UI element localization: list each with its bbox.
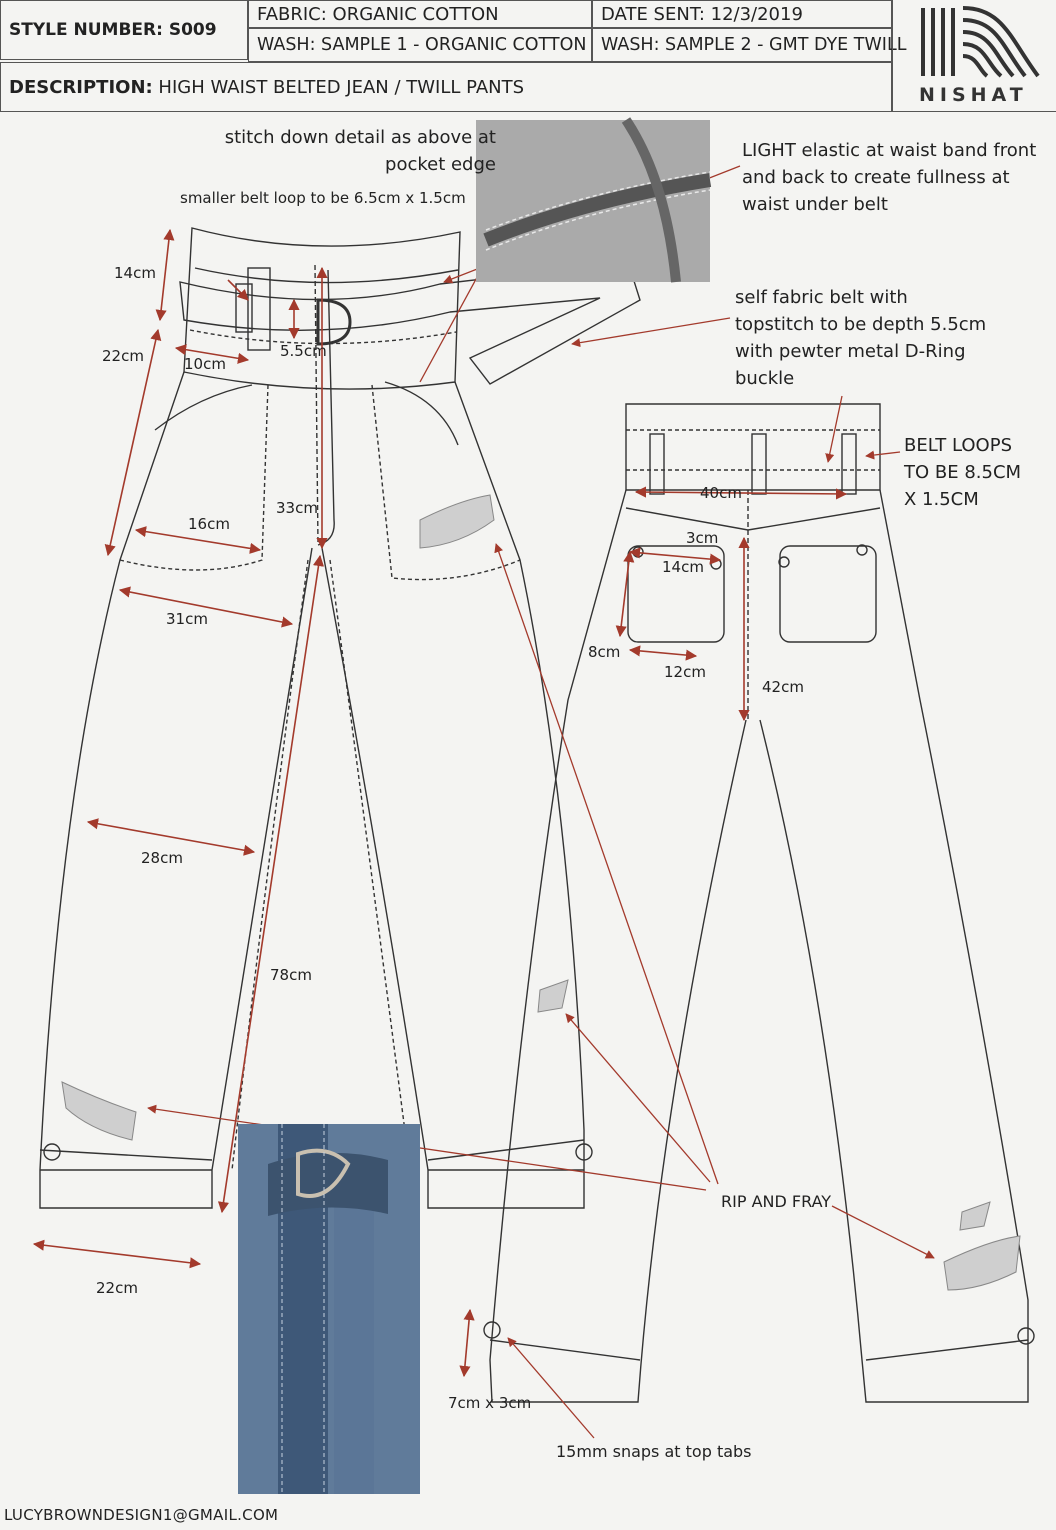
fabric: FABRIC: ORGANIC COTTON [257, 3, 499, 25]
wash2-cell: WASH: SAMPLE 2 - GMT DYE TWILL [592, 28, 906, 62]
front-outline-left [39, 371, 313, 1209]
dim-14cm-pocket: 14cm [662, 558, 704, 576]
rip-and-fray-note: RIP AND FRAY [721, 1192, 832, 1211]
dim-22cm: 22cm [102, 347, 144, 365]
belt-loops-line: X 1.5CM [904, 489, 979, 510]
back-belt-loop [841, 433, 857, 495]
description-cell: DESCRIPTION: HIGH WAIST BELTED JEAN / TW… [0, 62, 892, 112]
front-pocket-left [154, 384, 253, 431]
front-belt-loop [247, 267, 271, 351]
back-view [483, 403, 1035, 1403]
dimension-arrows [32, 228, 848, 1378]
rip-mark [959, 1201, 991, 1231]
back-yoke [625, 507, 881, 531]
belt-line: self fabric belt with [735, 287, 908, 308]
elastic-line: LIGHT elastic at waist band front [742, 140, 1037, 161]
wash-sample-2: WASH: SAMPLE 2 - GMT DYE TWILL [601, 35, 907, 55]
front-outline-right [321, 381, 585, 1209]
dim-12cm: 12cm [664, 663, 706, 681]
spec-header: STYLE NUMBER: S009 FABRIC: ORGANIC COTTO… [0, 0, 1056, 112]
dim-10cm: 10cm [184, 355, 226, 373]
belt-loops-line: BELT LOOPS [904, 435, 1012, 456]
dim-42cm: 42cm [762, 678, 804, 696]
back-belt-loop [649, 433, 665, 495]
brand-name: NISHAT [919, 84, 1028, 106]
back-belt-loop [751, 433, 767, 495]
belt-loops-line: TO BE 8.5CM [904, 462, 1022, 483]
back-pocket-button [778, 556, 790, 568]
designer-email: LUCYBROWNDESIGN1@GMAIL.COM [4, 1506, 279, 1524]
belt-note: self fabric belt with topstitch to be de… [735, 284, 986, 392]
date-sent: DATE SENT: 12/3/2019 [601, 3, 803, 25]
front-snap-left [43, 1143, 61, 1161]
small-loop-note: smaller belt loop to be 6.5cm x 1.5cm [180, 189, 466, 207]
back-waistband-seam [626, 429, 880, 471]
front-pocket-right [384, 381, 459, 446]
stitch-down-line: stitch down detail as above at [224, 127, 496, 148]
fabric-cell: FABRIC: ORGANIC COTTON [248, 0, 592, 28]
front-cuff-right [427, 1139, 585, 1171]
front-view [39, 227, 641, 1209]
back-outline-left [489, 489, 747, 1403]
dim-40cm: 40cm [700, 484, 742, 502]
back-snap-left [483, 1321, 501, 1339]
dim-22cm-hem: 22cm [96, 1279, 138, 1297]
elastic-line: waist under belt [742, 194, 888, 215]
rip-mark [537, 979, 569, 1013]
date-sent-cell: DATE SENT: 12/3/2019 [592, 0, 892, 28]
front-belt-buckle [235, 283, 253, 333]
front-inseam [329, 559, 411, 1171]
front-waistband-seam [194, 267, 459, 284]
dim-5-5cm: 5.5cm [280, 342, 327, 360]
rip-mark [943, 1235, 1021, 1291]
back-snap-right [1017, 1327, 1035, 1345]
front-cuff-left [39, 1149, 213, 1171]
stitch-down-line: pocket edge [385, 154, 496, 175]
front-snap-right [575, 1143, 593, 1161]
dim-7x3cm: 7cm x 3cm [448, 1394, 532, 1412]
snaps-note: 15mm snaps at top tabs [556, 1442, 752, 1461]
style-number-cell: STYLE NUMBER: S009 [0, 0, 248, 60]
rip-mark [61, 1081, 137, 1141]
belt-line: topstitch to be depth 5.5cm [735, 314, 987, 335]
wash1-cell: WASH: SAMPLE 1 - ORGANIC COTTON [248, 28, 592, 62]
belt-loops-note: BELT LOOPS TO BE 8.5CM X 1.5CM [904, 432, 1021, 513]
rip-marks [61, 494, 1021, 1291]
dim-78cm: 78cm [270, 966, 312, 984]
front-belt [179, 261, 641, 385]
elastic-note: LIGHT elastic at waist band front and ba… [742, 137, 1036, 218]
description-label: DESCRIPTION: [9, 76, 153, 98]
back-cuff-right [865, 1339, 1029, 1361]
front-waistband-seam [189, 329, 457, 345]
front-panel-left [119, 384, 269, 571]
dim-31cm: 31cm [166, 610, 208, 628]
belt-line: with pewter metal D-Ring [735, 341, 966, 362]
dim-33cm: 33cm [276, 499, 318, 517]
dim-3cm: 3cm [686, 529, 719, 547]
rip-mark [419, 494, 495, 549]
elastic-line: and back to create fullness at [742, 167, 1010, 188]
nishat-logo: NISHAT [892, 0, 1056, 112]
back-pocket-button [856, 544, 868, 556]
belt-detail-photo [238, 1124, 420, 1494]
description-value: HIGH WAIST BELTED JEAN / TWILL PANTS [152, 76, 525, 98]
dim-14cm: 14cm [114, 264, 156, 282]
nishat-logo-mark [921, 6, 1040, 78]
dim-8cm: 8cm [588, 643, 621, 661]
pocket-detail-photo [476, 117, 712, 283]
back-pocket-right [779, 545, 877, 643]
front-fly-curve [317, 269, 335, 546]
front-inseam [231, 559, 309, 1171]
wash-sample-1: WASH: SAMPLE 1 - ORGANIC COTTON [257, 35, 587, 55]
dim-16cm: 16cm [188, 515, 230, 533]
style-number: STYLE NUMBER: S009 [9, 20, 217, 40]
front-d-ring [316, 298, 352, 346]
front-panel-right [371, 384, 521, 581]
dim-28cm: 28cm [141, 849, 183, 867]
belt-line: buckle [735, 368, 795, 389]
back-outline-right [759, 489, 1029, 1403]
stitch-down-note: stitch down detail as above at pocket ed… [216, 124, 496, 178]
